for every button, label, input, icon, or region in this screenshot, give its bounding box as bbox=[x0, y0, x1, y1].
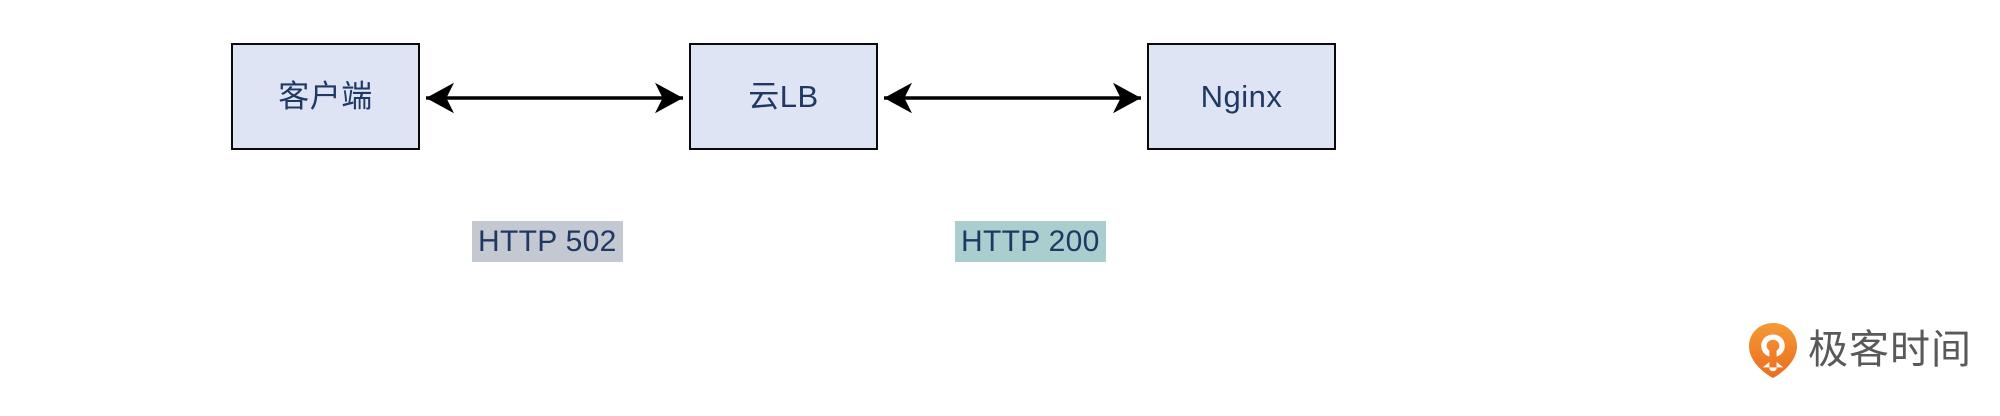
status-label-http-502: HTTP 502 bbox=[472, 221, 623, 262]
watermark-text: 极客时间 bbox=[1808, 328, 1972, 372]
node-nginx-label: Nginx bbox=[1200, 79, 1283, 114]
node-nginx[interactable]: Nginx bbox=[1147, 43, 1336, 150]
node-cloud-lb-label: 云LB bbox=[748, 79, 819, 114]
connector-client-lb bbox=[418, 78, 691, 118]
geektime-pin-icon bbox=[1748, 322, 1798, 378]
node-cloud-lb[interactable]: 云LB bbox=[689, 43, 878, 150]
connector-lb-nginx bbox=[876, 78, 1149, 118]
node-client[interactable]: 客户端 bbox=[231, 43, 420, 150]
node-client-label: 客户端 bbox=[278, 79, 373, 114]
status-label-http-200: HTTP 200 bbox=[955, 221, 1106, 262]
watermark: 极客时间 bbox=[1748, 322, 1972, 378]
